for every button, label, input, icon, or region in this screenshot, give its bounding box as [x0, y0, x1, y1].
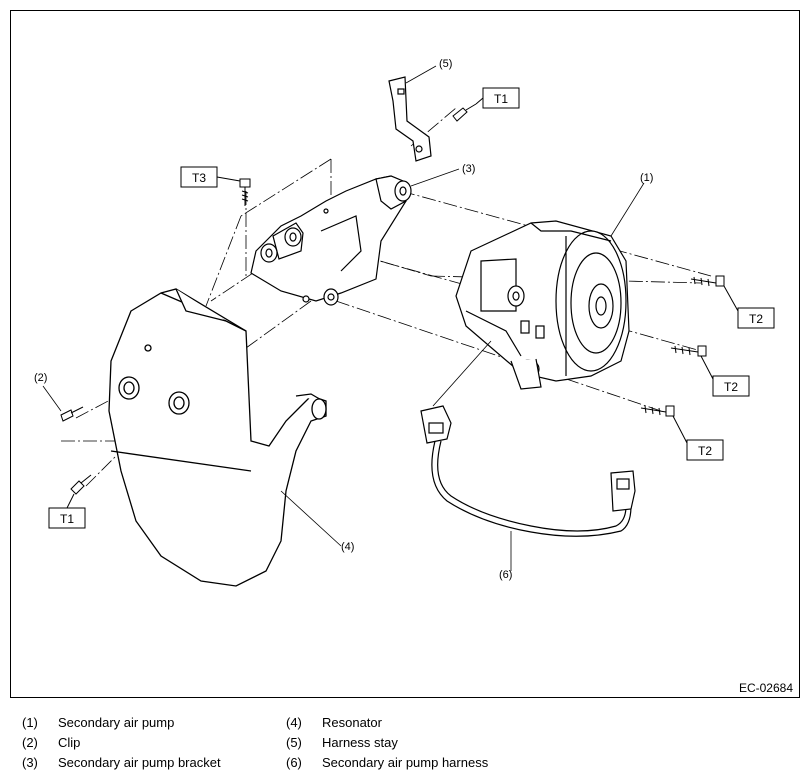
- bolt-t2-b: [670, 345, 707, 357]
- svg-text:T1: T1: [60, 512, 74, 526]
- leader-lines: [42, 65, 645, 571]
- figure-code: EC-02684: [738, 681, 793, 695]
- clip: [60, 406, 84, 422]
- legend-item: (3)Secondary air pump bracket: [22, 755, 221, 770]
- legend-item: (5)Harness stay: [286, 735, 398, 750]
- torque-label-t1-bottom: T1: [48, 493, 86, 529]
- callout-5: (5): [439, 58, 452, 70]
- torque-label-t2-b: T2: [700, 355, 750, 397]
- torque-labels: T1 T3 T2 T2 T2: [48, 87, 775, 529]
- legend-item: (1)Secondary air pump: [22, 715, 175, 730]
- resonator: [108, 288, 327, 587]
- bolt-t2-c: [640, 405, 675, 417]
- svg-text:T2: T2: [749, 312, 763, 326]
- torque-label-t3: T3: [180, 166, 241, 188]
- secondary-air-pump-bracket: [250, 175, 412, 306]
- diagram-frame: T1 T3 T2 T2 T2: [10, 10, 800, 698]
- svg-text:T2: T2: [724, 380, 738, 394]
- legend-item: (4)Resonator: [286, 715, 382, 730]
- torque-label-t2-c: T2: [672, 415, 724, 461]
- exploded-view-diagram: T1 T3 T2 T2 T2: [34, 58, 775, 587]
- bolt-t2-a: [690, 275, 725, 287]
- bolt-t1-top: [452, 103, 477, 122]
- callout-4: (4): [341, 541, 354, 553]
- svg-text:T1: T1: [494, 92, 508, 106]
- torque-label-t2-a: T2: [723, 285, 775, 329]
- torque-label-t1-top: T1: [475, 87, 520, 109]
- svg-text:T2: T2: [698, 444, 712, 458]
- bolt-t3: [239, 178, 251, 206]
- svg-text:T3: T3: [192, 171, 206, 185]
- legend-item: (6)Secondary air pump harness: [286, 755, 489, 770]
- secondary-air-pump-harness: [420, 405, 636, 537]
- secondary-air-pump: [455, 220, 630, 390]
- callout-6: (6): [499, 569, 512, 581]
- bolt-t1-bottom: [70, 474, 92, 495]
- harness-stay: [388, 76, 432, 162]
- parts-legend: (1)Secondary air pump (2)Clip (3)Seconda…: [22, 713, 802, 775]
- legend-item: (2)Clip: [22, 735, 81, 750]
- callout-3: (3): [462, 163, 475, 175]
- callout-2: (2): [34, 372, 47, 384]
- callouts: (5) (3) (1) (2) (4) (6): [34, 58, 653, 581]
- callout-1: (1): [640, 172, 653, 184]
